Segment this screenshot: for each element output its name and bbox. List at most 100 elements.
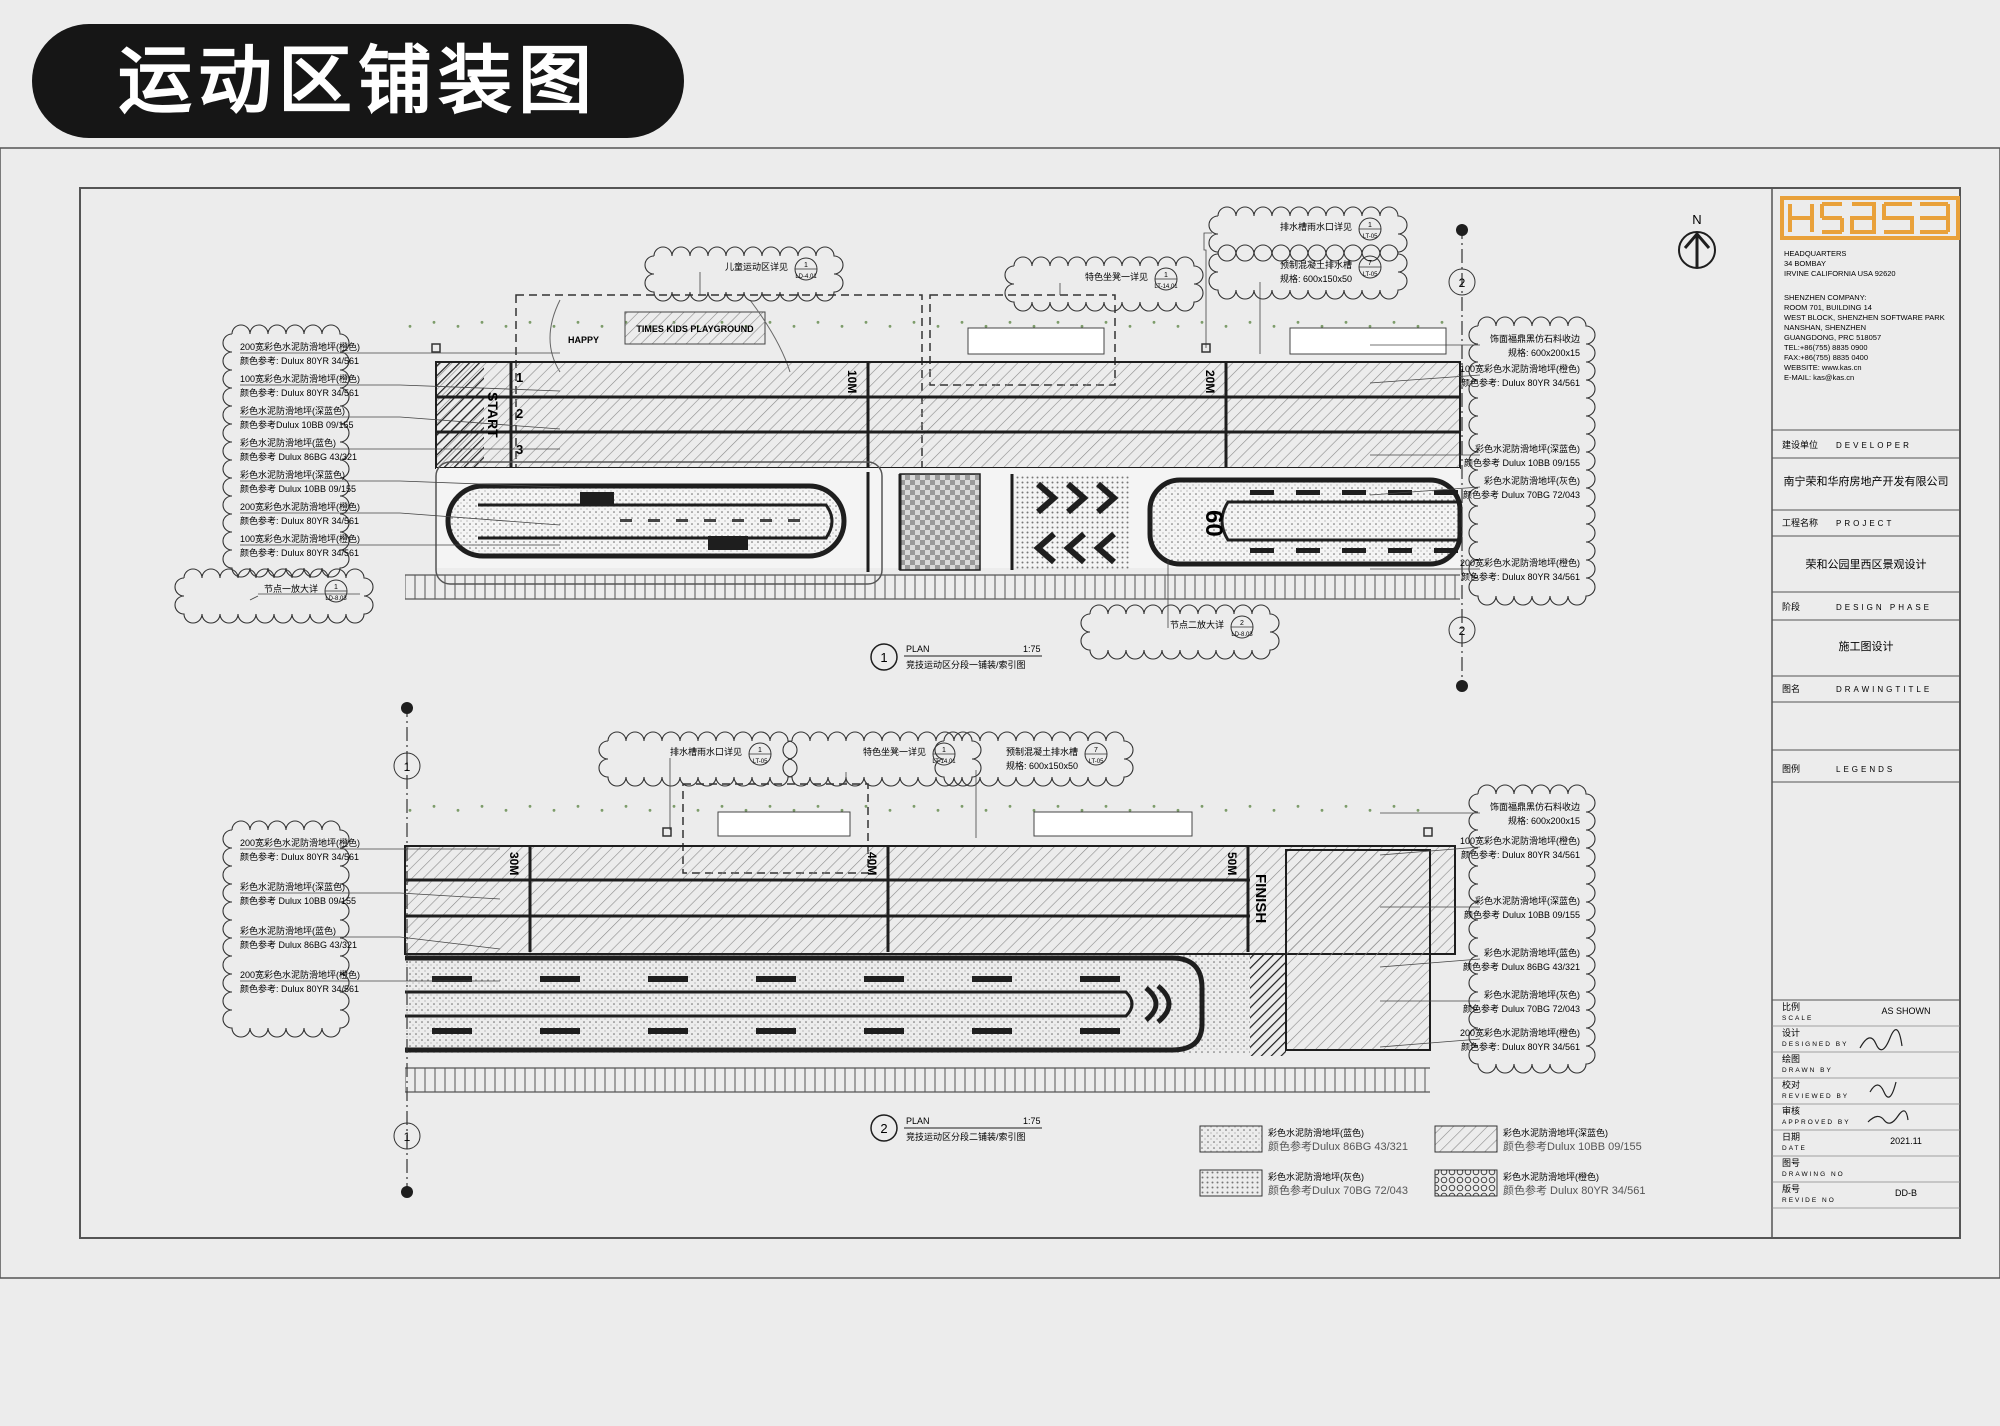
- grass-dot: [840, 808, 844, 812]
- legend-ref: 颜色参考 Dulux 80YR 34/561: [1503, 1183, 1645, 1197]
- plan1-scale: 1:75: [1023, 644, 1041, 654]
- legend-title: 彩色水泥防滑地坪(灰色): [1268, 1171, 1364, 1182]
- sheet-border-outer: [0, 147, 2000, 1279]
- callout-title: 200宽彩色水泥防滑地坪(橙色): [240, 969, 360, 980]
- plan1-left-callouts: 200宽彩色水泥防滑地坪(橙色)颜色参考: Dulux 80YR 34/5611…: [222, 324, 561, 578]
- callout-title: 饰面福鼎黑仿石料收边: [1490, 333, 1580, 344]
- grass-dot: [1056, 320, 1060, 324]
- lane-dash: [760, 519, 772, 522]
- plan2-axis-tag-bottom: 1: [404, 1130, 411, 1144]
- grass-dot: [504, 324, 508, 328]
- chevron-mark: [1093, 531, 1116, 565]
- plan1-running-track: [435, 361, 1461, 469]
- grass-dot: [1248, 320, 1252, 324]
- plan-2: 30M 40M 50M FINISH 1 1 2 PLAN 1:75: [222, 702, 1596, 1198]
- project-en: PROJECT: [1836, 519, 1894, 528]
- shenzhen-line: FAX:+86(755) 8835 0400: [1784, 353, 1868, 362]
- grass-dot: [408, 808, 412, 812]
- lane-dash: [432, 976, 472, 982]
- lane-dash: [864, 1028, 904, 1034]
- legend-swatch: [1199, 1169, 1263, 1197]
- grass-dot: [1104, 804, 1108, 808]
- hq-line: IRVINE CALIFORNIA USA 92620: [1784, 269, 1896, 278]
- grass-dot: [600, 324, 604, 328]
- lane-dash: [756, 1028, 796, 1034]
- callout-title: 彩色水泥防滑地坪(深蓝色): [1475, 443, 1580, 454]
- plan1-playground-text: TIMES KIDS PLAYGROUND: [636, 324, 754, 334]
- legend-swatch: [1434, 1125, 1498, 1153]
- callout-cloud-left: [222, 324, 350, 578]
- scale-en: SCALE: [1782, 1015, 1813, 1022]
- grass-dot: [1392, 320, 1396, 324]
- grass-dot: [1368, 324, 1372, 328]
- grass-dot: [1104, 320, 1108, 324]
- grass-dot: [576, 320, 580, 324]
- date-label: 日期: [1782, 1132, 1800, 1142]
- grass-dot: [1152, 804, 1156, 808]
- legend-swatch: [1199, 1125, 1263, 1153]
- page-title-badge: 运动区铺装图: [32, 24, 684, 138]
- drawing-title-label: 图名: [1782, 683, 1800, 694]
- plan2-grass-dots: [408, 804, 1420, 812]
- plan1-axis-tag-top: 2: [1459, 276, 1466, 290]
- grass-dot: [864, 320, 868, 324]
- callout-title: 彩色水泥防滑地坪(深蓝色): [1475, 895, 1580, 906]
- ref-drain-outlet-text: 排水槽雨水口详见: [1280, 221, 1352, 232]
- chevron-mark: [1066, 481, 1089, 515]
- ref-drain-channel-text: 预制混凝土排水槽: [1280, 259, 1352, 270]
- grass-dot: [1296, 320, 1300, 324]
- ref-drain-channel-text: 预制混凝土排水槽: [1006, 746, 1078, 757]
- date-en: DATE: [1782, 1145, 1807, 1152]
- plan1-speed-text: 60: [1200, 510, 1227, 537]
- ref-node-1-cloud: [174, 568, 374, 624]
- plan1-happy-text: HAPPY: [568, 335, 599, 345]
- plan2-scale: 1:75: [1023, 1116, 1041, 1126]
- grass-dot: [672, 804, 676, 808]
- legend-swatch: [1434, 1169, 1498, 1197]
- callout-ref: 颜色参考 Dulux 10BB 09/155: [240, 483, 356, 494]
- plan2-number: 2: [880, 1121, 887, 1136]
- grass-dot: [432, 804, 436, 808]
- plan1-playground-sign: [624, 311, 766, 345]
- callout-ref: 颜色参考 Dulux 70BG 72/043: [1463, 489, 1580, 500]
- plan2-title: 竞技运动区分段二铺装/索引图: [906, 1131, 1026, 1142]
- reviewed-en: REVIEWED BY: [1782, 1093, 1849, 1100]
- chevron-mark: [1036, 481, 1059, 515]
- lane-dash: [1250, 548, 1274, 553]
- signature-mark: [1869, 1081, 1897, 1098]
- plan1-grass-dots: [408, 320, 1444, 328]
- grass-dot: [1032, 808, 1036, 812]
- callout-title: 彩色水泥防滑地坪(蓝色): [1484, 947, 1580, 958]
- ref-drain-outlet-num: 1: [1368, 222, 1372, 229]
- callout-ref: 颜色参考: Dulux 80YR 34/561: [1461, 849, 1580, 860]
- ref-drain-outlet-sheet: LT-05: [1363, 234, 1379, 240]
- grass-dot: [1320, 324, 1324, 328]
- ref-drain-outlet-cloud: [598, 731, 798, 787]
- lane-dash: [864, 976, 904, 982]
- plan2-running-track: [404, 845, 1456, 955]
- callout-ref: 颜色参考: Dulux 80YR 34/561: [1461, 571, 1580, 582]
- grass-dot: [960, 320, 964, 324]
- ref-bench-cloud: [782, 731, 982, 787]
- grass-dot: [984, 324, 988, 328]
- ref-drain-channel-num: 7: [1094, 747, 1098, 754]
- shenzhen-line: TEL:+86(755) 8835 0900: [1784, 343, 1868, 352]
- ref-drain-outlet-text: 排水槽雨水口详见: [670, 746, 742, 757]
- grass-dot: [1128, 324, 1132, 328]
- chevron-mark: [1096, 481, 1119, 515]
- lane-dash: [1342, 548, 1366, 553]
- callout-ref: 颜色参考 Dulux 86BG 43/321: [240, 451, 357, 462]
- grass-dot: [456, 808, 460, 812]
- ref-node-2-text: 节点二放大详: [1170, 619, 1224, 630]
- revise-en: REVIDE NO: [1782, 1197, 1836, 1204]
- ref-bench-cloud: [1004, 256, 1204, 312]
- ref-node-1-text: 节点一放大详: [264, 583, 318, 594]
- shenzhen-line: WEBSITE: www.kas.cn: [1784, 363, 1862, 372]
- grass-dot: [1368, 808, 1372, 812]
- grass-dot: [840, 324, 844, 328]
- approved-label: 审核: [1782, 1105, 1800, 1116]
